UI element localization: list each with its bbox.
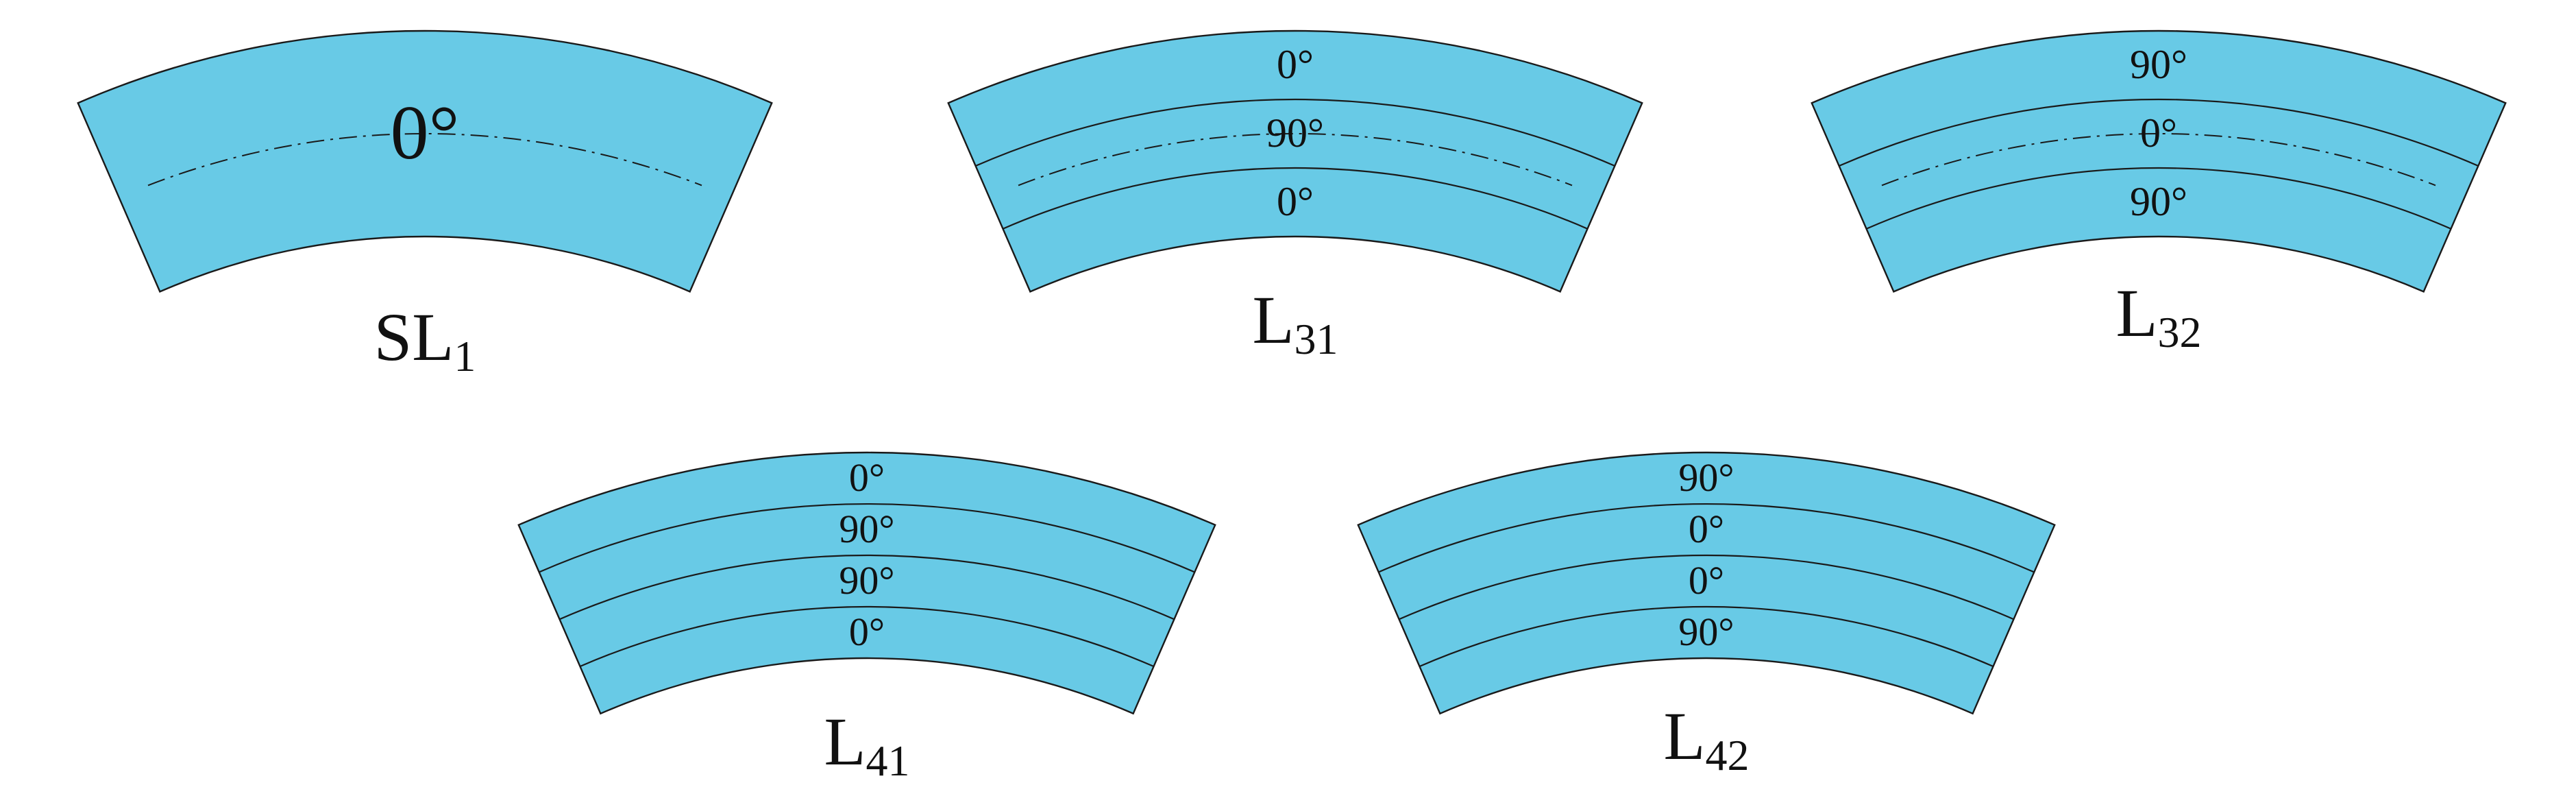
ply-orientation-label: 0° — [2140, 110, 2177, 156]
ply-orientation-label: 0° — [1689, 558, 1724, 603]
ply-interface — [539, 503, 1195, 573]
midplane-line — [1018, 132, 1573, 186]
ply-orientation-label: 90° — [1266, 110, 1324, 156]
ply-orientation-label: 0° — [391, 90, 460, 176]
caption-letters: L — [2115, 275, 2157, 351]
ply-orientation-label: 90° — [1678, 609, 1734, 654]
midplane-line — [147, 132, 702, 186]
ply-interface — [1003, 167, 1588, 230]
laminate-l31: 0° 90° 0° L31 — [947, 29, 1643, 363]
ply-orientation-label: 90° — [2130, 179, 2187, 224]
ply-orientation-label: 90° — [1678, 455, 1734, 500]
ply-orientation-label: 0° — [1689, 507, 1724, 551]
caption-subscript: 32 — [2158, 308, 2202, 357]
laminate-sl1: 0° SL1 — [77, 29, 773, 381]
ply-orientation-label: 0° — [1277, 42, 1314, 87]
ply-interface — [975, 98, 1615, 167]
laminate-shape — [947, 29, 1643, 293]
laminate-l32: 90° 0° 90° L32 — [1811, 29, 2507, 357]
caption-subscript: 41 — [866, 736, 910, 785]
laminate-shape — [517, 451, 1216, 715]
laminate-shape — [77, 29, 773, 293]
ply-interface — [1839, 98, 2479, 167]
ply-interface — [580, 605, 1154, 668]
ply-interface — [1378, 503, 2035, 573]
caption-letters: SL — [374, 299, 454, 375]
laminate-caption: SL1 — [374, 299, 476, 381]
laminate-caption: L41 — [824, 703, 909, 785]
laminate-caption: L31 — [1252, 282, 1338, 363]
ply-interface — [559, 554, 1175, 620]
ply-orientation-label: 90° — [839, 558, 894, 603]
ply-orientation-label: 0° — [849, 609, 885, 654]
caption-letters: L — [1252, 282, 1294, 358]
laminate-shape — [1357, 451, 2056, 715]
ply-orientation-label: 90° — [839, 507, 894, 551]
laminate-shape — [1811, 29, 2507, 293]
caption-letters: L — [824, 703, 866, 780]
caption-letters: L — [1663, 698, 1705, 774]
midplane-line — [1881, 132, 2436, 186]
ply-orientation-label: 90° — [2130, 42, 2187, 87]
laminate-caption: L42 — [1663, 698, 1749, 780]
caption-subscript: 1 — [454, 332, 476, 381]
caption-subscript: 42 — [1706, 731, 1750, 780]
ply-interface — [1866, 167, 2451, 230]
ply-interface — [1399, 554, 2014, 620]
ply-orientation-label: 0° — [849, 455, 885, 500]
laminate-l41: 0° 90° 90° 0° L41 — [517, 451, 1216, 785]
ply-interface — [1419, 605, 1994, 668]
laminate-caption: L32 — [2115, 275, 2201, 357]
ply-orientation-label: 0° — [1277, 179, 1314, 224]
caption-subscript: 31 — [1295, 315, 1338, 363]
laminate-l42: 90° 0° 0° 90° L42 — [1357, 451, 2056, 780]
